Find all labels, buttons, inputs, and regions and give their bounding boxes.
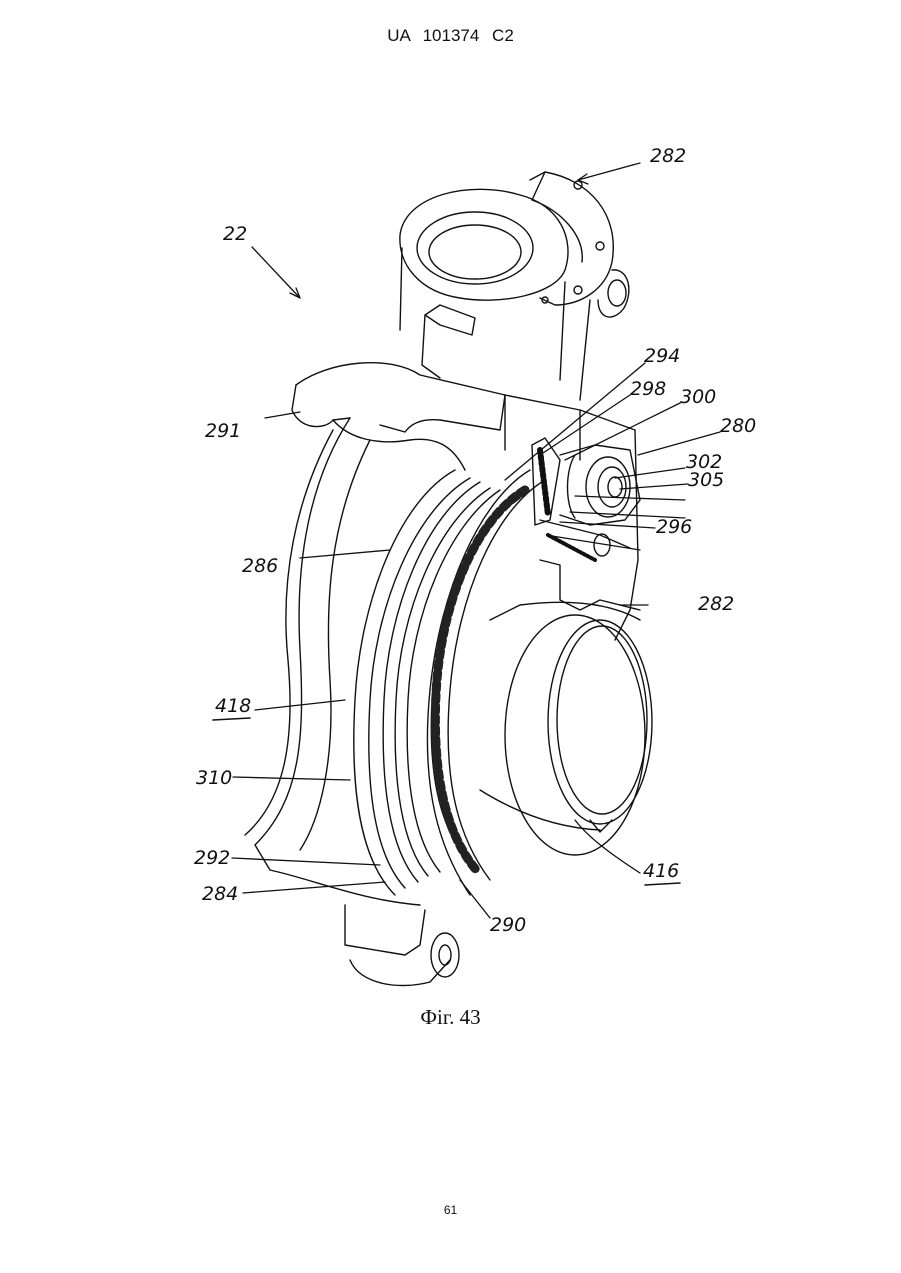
upper-housing (400, 172, 629, 400)
label-282-top: 282 (650, 145, 686, 167)
ring-gear-assembly (354, 470, 652, 895)
label-280: 280 (720, 415, 756, 437)
label-294: 294 (644, 345, 680, 367)
label-22: 22 (223, 223, 247, 245)
label-305: 305 (688, 469, 724, 491)
figure-caption: Фіг. 43 (0, 1005, 901, 1030)
label-284: 284 (202, 883, 238, 905)
label-282-mid: 282 (698, 593, 734, 615)
label-296: 296 (656, 516, 692, 538)
label-286: 286 (242, 555, 278, 577)
page-number: 61 (0, 1203, 901, 1217)
label-416: 416 (643, 860, 679, 882)
label-290: 290 (490, 914, 526, 936)
label-298: 298 (630, 378, 666, 400)
label-292: 292 (194, 847, 230, 869)
label-310: 310 (196, 767, 232, 789)
label-418: 418 (215, 695, 251, 717)
label-300: 300 (680, 386, 716, 408)
label-291: 291 (205, 420, 241, 442)
